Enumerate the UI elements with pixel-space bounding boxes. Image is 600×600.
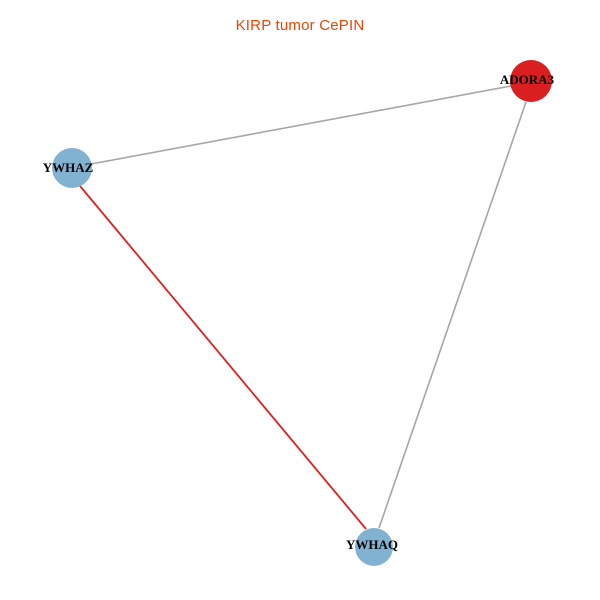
edge-ywhaz-ywhaq[interactable] [79,185,367,530]
node-layer [52,60,552,566]
node-label-ywhaq: YWHAQ [346,537,398,552]
node-label-ywhaz: YWHAZ [43,160,94,175]
edge-layer [79,85,527,530]
node-ywhaq[interactable] [355,528,393,566]
edge-ywhaz-adora3[interactable] [90,85,512,165]
page-title: KIRP tumor CePIN [235,17,365,34]
node-ywhaz[interactable] [52,148,92,188]
node-label-adora3: ADORA3 [500,72,555,87]
edge-adora3-ywhaq[interactable] [378,101,527,529]
node-adora3[interactable] [510,60,552,102]
node-label-layer: ADORA3 YWHAZ YWHAQ [43,72,555,552]
